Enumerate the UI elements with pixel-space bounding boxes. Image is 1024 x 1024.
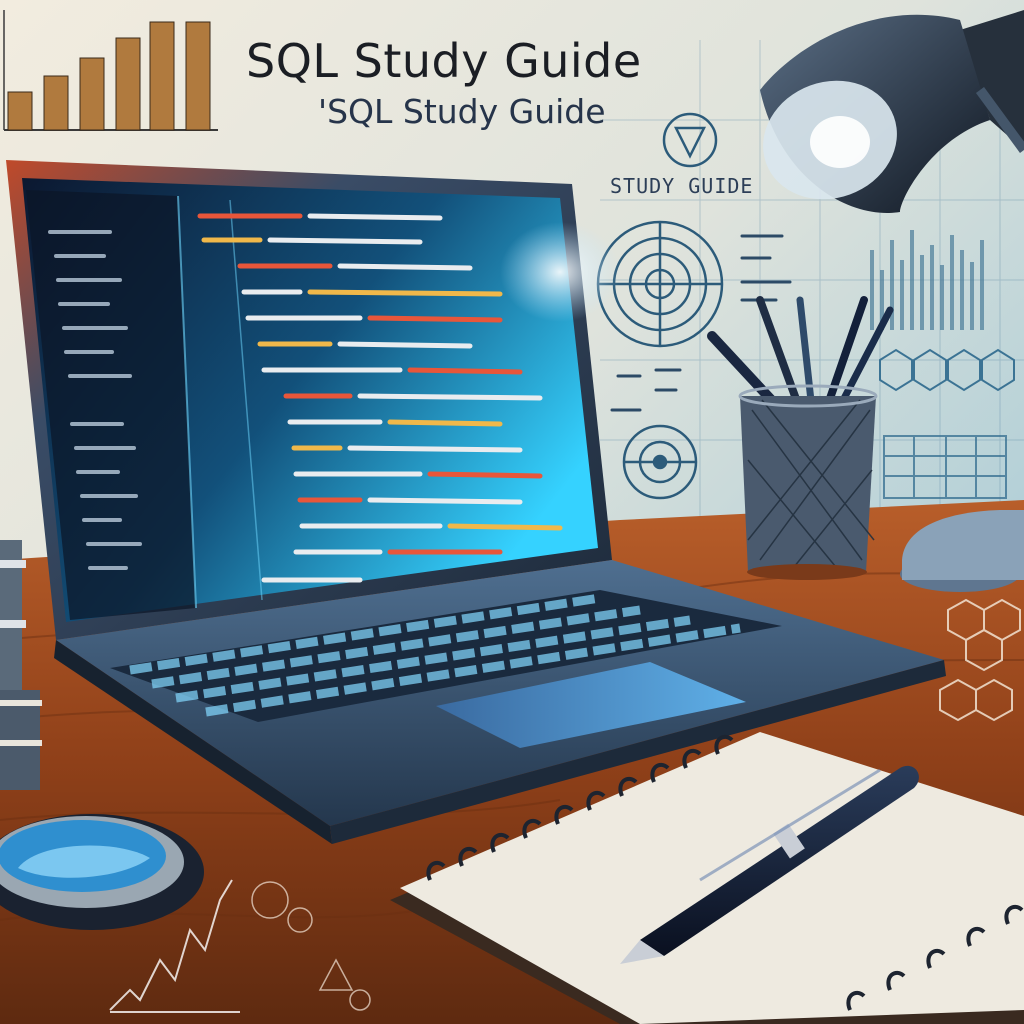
laptop (6, 160, 946, 844)
screen-glare (500, 222, 620, 322)
wall-hexagon-row (879, 348, 1015, 392)
page-title: SQL Study Guide (246, 34, 642, 88)
lamp-base (900, 510, 1024, 592)
wall-bar-graph (870, 230, 984, 330)
coaster-disc (0, 814, 204, 930)
shield-badge-icon (662, 112, 718, 168)
ballpoint-pen (620, 765, 919, 964)
book-stack (0, 540, 42, 790)
laptop-trackpad (436, 662, 746, 748)
desk-lamp-icon (760, 10, 1024, 213)
hexagon-molecule-icon (939, 598, 1021, 722)
code-editor-lines (197, 213, 563, 583)
sketch-line-chart (109, 879, 240, 1013)
wall-table-grid (883, 435, 1007, 499)
page-subtitle: 'SQL Study Guide (318, 92, 606, 131)
keyboard-key-rows (129, 593, 741, 717)
bar-chart-icon (3, 10, 218, 131)
wall-scribbles (610, 234, 792, 412)
editor-sidebar (26, 190, 196, 620)
laptop-base-edge (54, 640, 332, 844)
study-guide-label: STUDY GUIDE (610, 174, 754, 198)
sketch-doodles (251, 881, 371, 1011)
small-target-icon (622, 424, 698, 500)
notebook-spiral-rings (426, 734, 1024, 1011)
sidebar-file-list (48, 230, 142, 570)
pen-holder-icon (707, 296, 894, 580)
